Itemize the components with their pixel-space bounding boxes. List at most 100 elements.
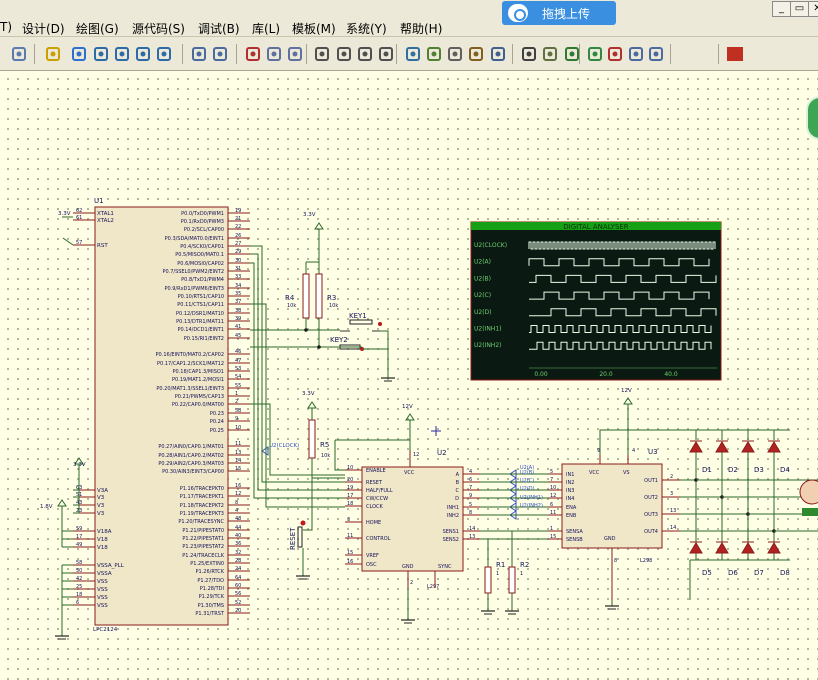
analyser-waveform xyxy=(529,308,717,317)
make-device-icon[interactable] xyxy=(425,45,443,63)
netlist-icon[interactable] xyxy=(563,45,581,63)
u1-pin-num: 30 xyxy=(235,258,241,264)
origin-icon[interactable] xyxy=(44,45,62,63)
undo-icon[interactable] xyxy=(190,45,208,63)
toolbar-separator xyxy=(718,44,719,64)
u1-pin-num: 59 xyxy=(76,526,82,532)
floating-assistant-ball[interactable] xyxy=(806,96,818,140)
menu-item-3[interactable]: 源代码(S) xyxy=(132,22,185,36)
block-move-icon[interactable] xyxy=(335,45,353,63)
u2-net-label: U2(D) xyxy=(520,486,535,492)
u1-pin-num: 38 xyxy=(235,308,241,314)
u1-pin-name: P1.20/TRACESYNC xyxy=(178,519,224,525)
u1-pin-name: P0.14/DCD1/EINT1 xyxy=(178,327,225,333)
wire-autorouter-icon[interactable] xyxy=(489,45,507,63)
u1-pin-name: V18A xyxy=(97,529,112,535)
wire xyxy=(62,237,74,246)
menu-item-4[interactable]: 调试(B) xyxy=(198,22,240,36)
u1-pin-num: 8 xyxy=(235,500,238,506)
u2-pin-num: 6 xyxy=(469,477,472,483)
cut-icon[interactable] xyxy=(244,45,262,63)
u1-pin-num: 24 xyxy=(235,566,241,572)
u1-pin-name: P0.15/RI1/EINT2 xyxy=(184,336,224,342)
wire xyxy=(311,470,345,479)
u1-pin-name: P1.22/PIPESTAT1 xyxy=(182,536,224,542)
analyser-channel-label: U2(INH1) xyxy=(474,326,501,333)
property-tool-icon[interactable] xyxy=(541,45,559,63)
pick-device-icon[interactable] xyxy=(404,45,422,63)
minimize-button[interactable]: _ xyxy=(772,1,791,17)
u1-pin-name: P0.27/AIN0/CAP0.1/MAT01 xyxy=(158,444,224,450)
u2-pin-name: CONTROL xyxy=(366,536,391,542)
u2-pin-num: 3 xyxy=(347,517,350,523)
analyser-time-tick: 40.0 xyxy=(664,371,678,378)
schematic-canvas[interactable]: U1LPC2124XTAL162XTAL261RST57V3A63V351V34… xyxy=(0,71,818,680)
u1-pin-name: V3 xyxy=(97,511,105,517)
u1-pin-name: P0.4/SCK0/CAP01 xyxy=(180,244,224,250)
u2-pin-name: HALF/FULL xyxy=(366,488,393,494)
grid-icon[interactable] xyxy=(10,45,28,63)
u3-pin-name: GND xyxy=(604,536,616,542)
toolbar-separator xyxy=(182,44,183,64)
u3-chip xyxy=(561,463,663,549)
zoom-in-icon[interactable] xyxy=(92,45,110,63)
u1-pin-name: P0.3/SDA/MAT0.0/EINT1 xyxy=(165,236,224,242)
u2-pin-name: INH1 xyxy=(447,505,459,511)
upload-button[interactable]: 拖拽上传 xyxy=(502,1,616,25)
pan-icon[interactable] xyxy=(70,45,88,63)
vcc-label: 3.3V xyxy=(303,212,316,218)
menu-item-6[interactable]: 模板(M) xyxy=(292,22,336,36)
restore-button[interactable]: ▭ xyxy=(790,1,809,17)
key1-contact xyxy=(378,322,382,326)
u3-pin-num: 10 xyxy=(550,485,556,491)
analyser-channel-label: U2(C) xyxy=(474,292,491,299)
menu-item-8[interactable]: 帮助(H) xyxy=(400,22,443,36)
close-button[interactable]: ✕ xyxy=(808,1,818,17)
u1-pin-num: 61 xyxy=(76,215,82,221)
search-icon[interactable] xyxy=(520,45,538,63)
r1-body xyxy=(484,566,492,594)
u1-pin-name: P1.28/TDI xyxy=(200,586,224,592)
menu-item-0[interactable]: T) xyxy=(0,20,13,34)
menu-item-7[interactable]: 系统(Y) xyxy=(346,22,387,36)
redo-icon[interactable] xyxy=(211,45,229,63)
remove-sheet-icon[interactable] xyxy=(606,45,624,63)
power-arrow-icon xyxy=(405,413,415,421)
zoom-all-icon[interactable] xyxy=(134,45,152,63)
u2-pin-name: INH2 xyxy=(447,513,459,519)
motor-icon xyxy=(799,479,818,505)
u1-pin-name: P0.7/SSEL0/PWM2/EINT2 xyxy=(162,269,224,275)
menu-item-2[interactable]: 绘图(G) xyxy=(76,22,119,36)
u1-pin-num: 46 xyxy=(235,349,241,355)
u1-pin-name: P0.8/TxD1/PWM4 xyxy=(181,277,224,283)
block-delete-icon[interactable] xyxy=(377,45,395,63)
u1-pin-num: 6 xyxy=(76,600,79,606)
u1-pin-num: 48 xyxy=(235,516,241,522)
block-copy-icon[interactable] xyxy=(313,45,331,63)
erc-icon[interactable] xyxy=(647,45,665,63)
u1-pin-num: 64 xyxy=(235,575,241,581)
paste-icon[interactable] xyxy=(286,45,304,63)
bom-icon[interactable] xyxy=(627,45,645,63)
new-sheet-icon[interactable] xyxy=(586,45,604,63)
u3-pin-name: OUT2 xyxy=(644,495,658,501)
u2-pin-num: 20 xyxy=(347,477,353,483)
zoom-out-icon[interactable] xyxy=(113,45,131,63)
zoom-area-icon[interactable] xyxy=(155,45,173,63)
copy-icon[interactable] xyxy=(265,45,283,63)
u3-pin-name: OUT4 xyxy=(644,529,658,535)
menu-item-1[interactable]: 设计(D) xyxy=(22,22,65,36)
menu-item-5[interactable]: 库(L) xyxy=(252,22,281,36)
ares-icon[interactable] xyxy=(727,47,743,61)
u1-pin-name: RST xyxy=(97,243,108,249)
u2-pin-name: GND xyxy=(402,564,414,570)
block-rotate-icon[interactable] xyxy=(356,45,374,63)
key2-label: KEY2 xyxy=(330,336,348,344)
analyser-time-tick: 0.00 xyxy=(534,371,548,378)
u1-pin-num: 15 xyxy=(235,466,241,472)
u1-pin-name: P0.20/MAT1.3/SSEL1/EINT3 xyxy=(156,386,224,392)
package-icon[interactable] xyxy=(446,45,464,63)
u3-pin-name: IN3 xyxy=(566,488,574,494)
wire xyxy=(250,253,345,491)
decompose-icon[interactable] xyxy=(467,45,485,63)
